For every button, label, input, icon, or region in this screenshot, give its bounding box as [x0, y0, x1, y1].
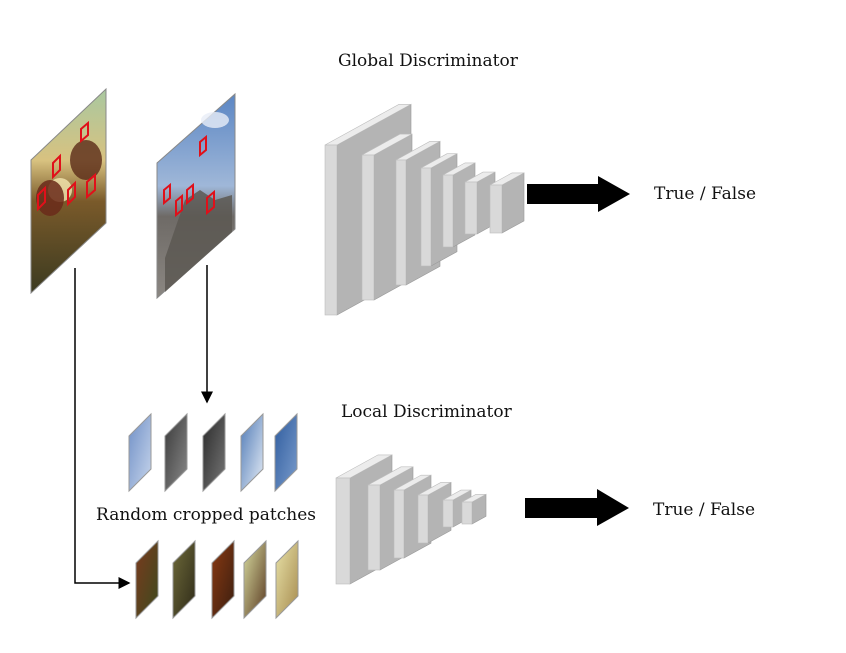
- global-output-arrow: [527, 176, 630, 212]
- crop-boxes-mountain: [163, 134, 215, 218]
- patch: [275, 539, 299, 620]
- patch: [128, 412, 152, 493]
- patch: [164, 412, 188, 493]
- crop-boxes-sunset: [37, 120, 96, 212]
- layer-block: [461, 493, 487, 525]
- local-discriminator-network: [335, 454, 487, 585]
- source-image-sunset: [30, 87, 107, 295]
- patch: [211, 539, 235, 620]
- global-discriminator-title: Global Discriminator: [338, 51, 518, 71]
- layer-block: [417, 481, 452, 544]
- source-image-mountain: [156, 92, 236, 300]
- patch: [240, 412, 264, 493]
- patch: [274, 412, 298, 493]
- patch: [243, 539, 267, 620]
- patches-row-mountain: [128, 412, 298, 493]
- global-discriminator-network: [324, 103, 525, 316]
- patch: [202, 412, 226, 493]
- local-output-label: True / False: [653, 500, 756, 520]
- connector-arrow-sunset-to-patches: [74, 268, 131, 589]
- random-patches-label: Random cropped patches: [96, 505, 317, 525]
- patch: [172, 539, 196, 620]
- local-discriminator-title: Local Discriminator: [341, 402, 512, 422]
- local-output-arrow: [525, 489, 629, 526]
- global-output-label: True / False: [654, 184, 757, 204]
- patches-row-sunset: [135, 539, 299, 620]
- patch: [135, 539, 159, 620]
- layer-block: [489, 172, 525, 234]
